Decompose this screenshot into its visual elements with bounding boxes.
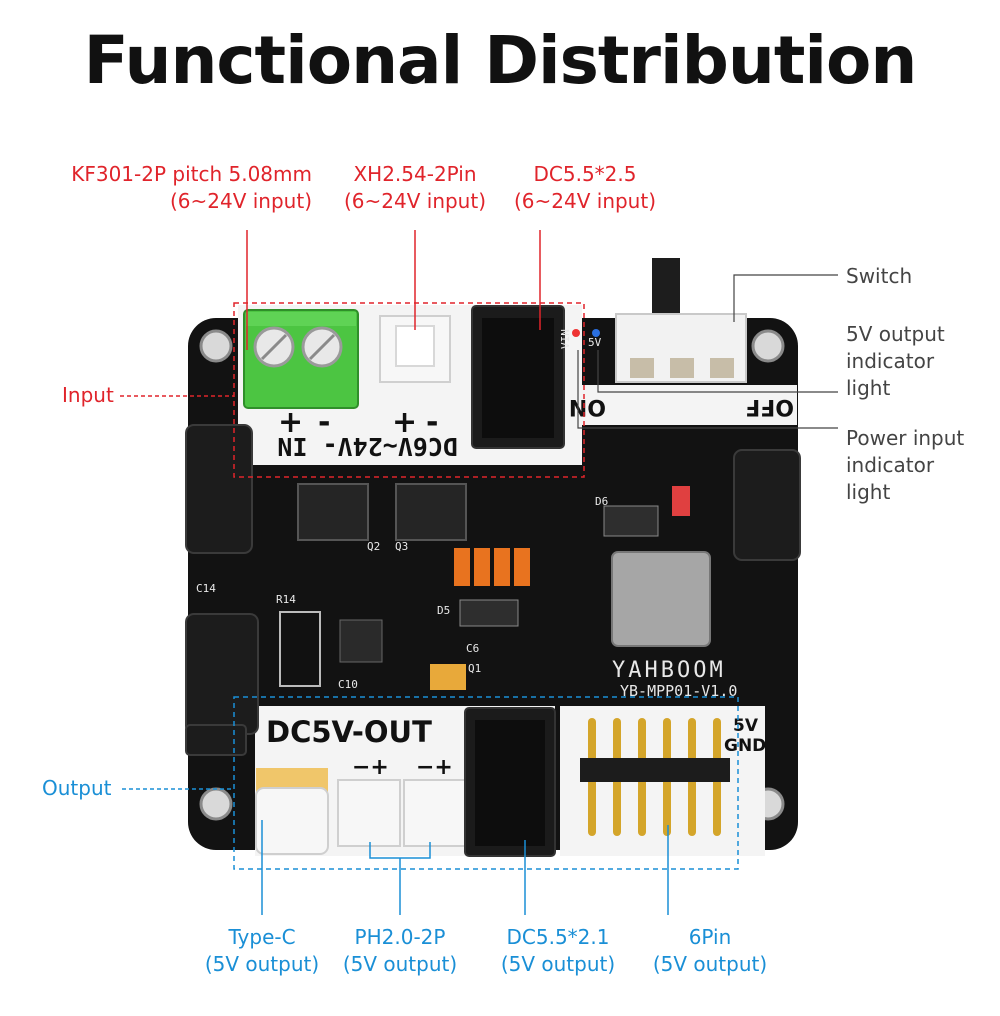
label-input: Input xyxy=(62,383,114,407)
diode-d5 xyxy=(459,599,519,627)
ref-d5: D5 xyxy=(437,604,450,617)
slide-switch xyxy=(615,258,747,383)
ref-c14: C14 xyxy=(196,582,216,595)
ref-q3: Q3 xyxy=(395,540,408,553)
on-silk: ON xyxy=(569,394,606,419)
vin-silk: VIN xyxy=(559,329,572,349)
q1 xyxy=(430,664,466,690)
ref-q2: Q2 xyxy=(367,540,380,553)
label-5v-indicator: 5V output indicator light xyxy=(846,321,945,402)
mosfet-q2 xyxy=(297,483,369,541)
label-6pin: 6Pin (5V output) xyxy=(622,924,798,978)
label-dc-output: DC5.5*2.1 (5V output) xyxy=(470,924,646,978)
diode-d6 xyxy=(603,505,659,537)
mosfet-q3 xyxy=(395,483,467,541)
red-part xyxy=(672,486,690,516)
dc-input-jack xyxy=(471,305,565,449)
label-dc-output-line2: (5V output) xyxy=(500,952,616,976)
off-silk: OFF xyxy=(745,394,794,419)
label-ph20: PH2.0-2P (5V output) xyxy=(312,924,488,978)
capacitors xyxy=(185,424,801,756)
grey-leaders xyxy=(577,274,838,429)
label-power-indicator-line3: light xyxy=(846,480,891,504)
orange-caps xyxy=(454,548,530,586)
label-6pin-line2: (5V output) xyxy=(652,952,768,976)
label-5v-indicator-line3: light xyxy=(846,376,891,400)
input-plus-2: + xyxy=(392,405,417,440)
label-xh254-line1: XH2.54-2Pin xyxy=(353,162,477,186)
label-kf301-line2: (6~24V input) xyxy=(169,189,312,213)
label-ph20-line1: PH2.0-2P xyxy=(354,925,446,949)
label-5v-indicator-line1: 5V output xyxy=(846,322,945,346)
label-typec: Type-C (5V output) xyxy=(172,924,352,978)
output-zone xyxy=(233,696,739,870)
label-ph20-line2: (5V output) xyxy=(342,952,458,976)
five-v-silk: 5V xyxy=(588,336,602,349)
pin-5v: 5V xyxy=(733,716,759,736)
ph-polarity-2: −+ xyxy=(416,755,453,780)
red-leaders xyxy=(120,230,541,397)
label-xh254: XH2.54-2Pin (6~24V input) xyxy=(330,161,500,215)
brand-silk: YAHBOOM xyxy=(612,658,726,683)
label-dc-input-line1: DC5.5*2.5 xyxy=(533,162,637,186)
label-output: Output xyxy=(42,776,112,800)
input-minus-1: - xyxy=(318,405,330,440)
inductor xyxy=(611,551,711,647)
ref-q1: Q1 xyxy=(468,662,481,675)
label-dc-input: DC5.5*2.5 (6~24V input) xyxy=(505,161,665,215)
dc-output-jack xyxy=(464,707,556,857)
input-silk-text: DC6V~24V- IN xyxy=(277,432,458,461)
ref-r14: R14 xyxy=(276,593,296,606)
ref-c10: C10 xyxy=(338,678,358,691)
label-switch: Switch xyxy=(846,264,913,288)
blue-leaders xyxy=(122,788,669,915)
label-power-indicator: Power input indicator light xyxy=(846,425,964,506)
label-kf301: KF301-2P pitch 5.08mm (6~24V input) xyxy=(40,161,312,215)
pin-gnd: GND xyxy=(724,736,766,756)
label-xh254-line2: (6~24V input) xyxy=(343,189,487,213)
label-typec-line1: Type-C xyxy=(228,925,296,949)
label-dc-output-line1: DC5.5*2.1 xyxy=(506,925,610,949)
controller-ic xyxy=(339,619,383,663)
label-dc-input-line2: (6~24V input) xyxy=(513,189,657,213)
input-minus-2: - xyxy=(426,405,438,440)
5v-led xyxy=(592,329,600,337)
ph-polarity-1: −+ xyxy=(352,755,389,780)
input-zone xyxy=(233,302,585,478)
ref-d6: D6 xyxy=(595,495,608,508)
page-title: Functional Distribution xyxy=(83,22,918,99)
label-power-indicator-line2: indicator xyxy=(846,453,935,477)
pin-header-base xyxy=(580,758,730,782)
shunt-resistor xyxy=(279,611,321,687)
input-plus-1: + xyxy=(278,405,303,440)
kf301-terminal xyxy=(243,309,359,409)
label-power-indicator-line1: Power input xyxy=(846,426,965,450)
power-led xyxy=(572,329,580,337)
label-kf301-line1: KF301-2P pitch 5.08mm xyxy=(71,162,312,186)
label-typec-line2: (5V output) xyxy=(204,952,320,976)
ref-c6: C6 xyxy=(466,642,479,655)
output-silk-text: DC5V-OUT xyxy=(266,715,432,749)
model-silk: YB-MPP01-V1.0 xyxy=(620,682,737,700)
label-6pin-line1: 6Pin xyxy=(688,925,732,949)
ph20-connectors xyxy=(337,779,467,847)
typec-port xyxy=(255,768,329,855)
label-5v-indicator-line2: indicator xyxy=(846,349,935,373)
